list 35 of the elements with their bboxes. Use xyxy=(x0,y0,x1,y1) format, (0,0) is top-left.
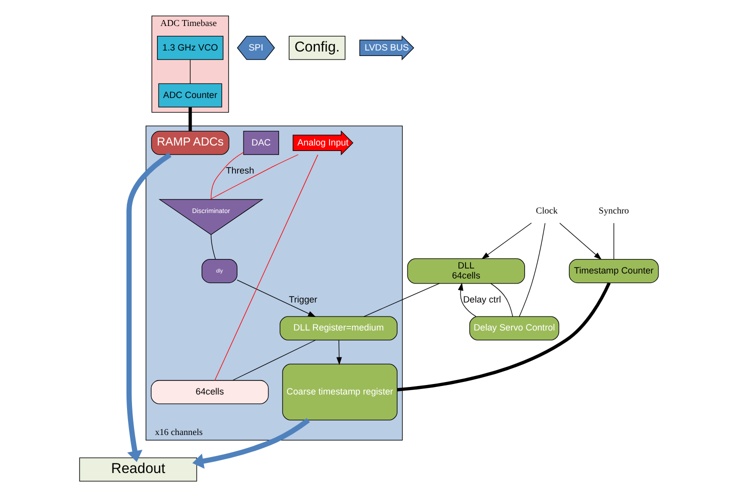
arrow xyxy=(126,152,172,462)
arrow xyxy=(236,280,316,317)
connector xyxy=(397,282,611,392)
arrow xyxy=(458,282,476,317)
connector xyxy=(210,154,299,200)
connector xyxy=(190,59,191,84)
connector xyxy=(518,222,546,317)
node-text: Synchro xyxy=(598,206,629,216)
node-box: Timestamp Counter xyxy=(568,259,659,284)
node-box: Readout xyxy=(79,457,198,482)
node-box: RAMP ADCs xyxy=(151,130,230,155)
edge-label: Thresh xyxy=(226,166,254,176)
node-box: DLL 64cells xyxy=(407,258,525,284)
node-box: Config. xyxy=(288,36,346,60)
connector xyxy=(490,283,514,317)
node-box: Delay Servo Control xyxy=(469,316,560,340)
arrow xyxy=(559,222,602,260)
arrow xyxy=(336,340,342,365)
node-box: 1.3 GHz VCO xyxy=(157,36,224,60)
connector xyxy=(232,340,316,381)
connector xyxy=(210,152,244,200)
node-box: DLL Register=medium xyxy=(280,316,398,340)
node-box: ADC Counter xyxy=(158,83,222,108)
node-text: Clock xyxy=(536,206,558,216)
node-box: Coarse timestamp register xyxy=(282,364,398,420)
arrow xyxy=(192,418,310,469)
connector xyxy=(214,154,318,381)
arrow xyxy=(481,222,532,260)
node-box: DAC xyxy=(243,130,280,155)
connector xyxy=(364,283,440,317)
connector xyxy=(188,107,192,132)
edge-label: Delay ctrl xyxy=(463,294,502,304)
edge-label: Trigger xyxy=(288,294,318,304)
connector xyxy=(210,234,216,260)
node-box: 64cells xyxy=(150,380,269,404)
